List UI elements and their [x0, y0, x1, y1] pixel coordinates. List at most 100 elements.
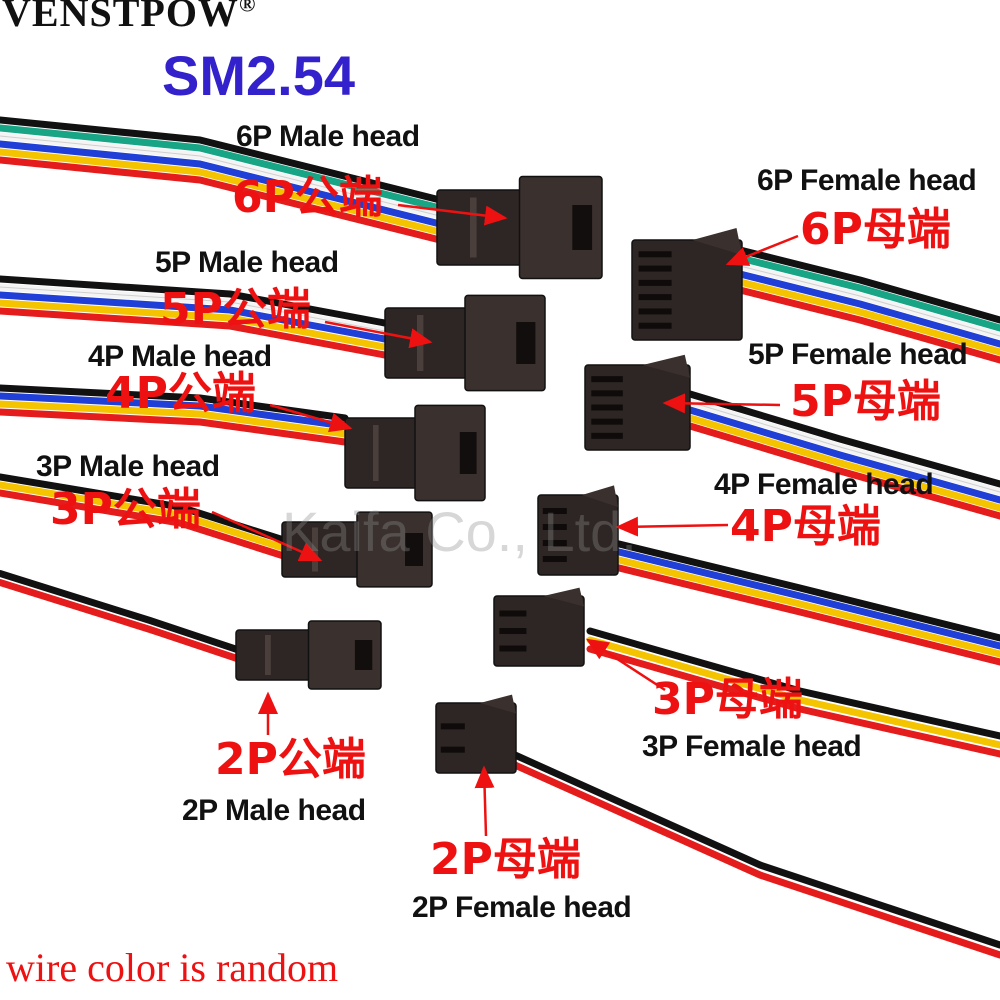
- male-housing: [414, 404, 486, 502]
- label-female-2p-en: 2P Female head: [412, 891, 632, 924]
- wire-yellow: [736, 278, 1000, 356]
- label-female-4p-cn: 4P母端: [730, 501, 881, 552]
- female-pin-slot: [638, 294, 672, 301]
- female-latch: [543, 587, 584, 607]
- label-female-6p-en: 6P Female head: [757, 164, 977, 197]
- female-pin-slot: [591, 404, 623, 411]
- female-pin-slot: [542, 524, 567, 530]
- wires-male-2p: [0, 570, 244, 663]
- female-pin-slot: [499, 645, 527, 652]
- wire-black: [0, 275, 394, 328]
- connector-female-6p: [631, 228, 743, 341]
- brand-logo: VENSTPOW®: [2, 0, 257, 35]
- wire-black: [686, 390, 1000, 488]
- connector-male-5p: [384, 294, 546, 392]
- male-body: [436, 189, 529, 266]
- wire-red: [0, 307, 394, 360]
- female-pin-slot: [440, 746, 465, 753]
- wire-red: [686, 422, 1000, 520]
- connector-female-3p: [493, 587, 585, 667]
- label-female-2p-cn: 2P母端: [430, 834, 581, 885]
- wire-color-note: wire color is random: [6, 945, 339, 990]
- wires-male-6p: [0, 116, 444, 244]
- wire-white-edge: [0, 135, 441, 217]
- wire-red: [511, 761, 1000, 959]
- male-housing: [307, 620, 382, 690]
- wire-blue: [0, 392, 349, 430]
- wire-black: [0, 116, 444, 204]
- connector-female-2p: [435, 694, 517, 774]
- label-male-3p-cn: 3P公端: [50, 484, 201, 535]
- wire-red: [736, 286, 1000, 364]
- female-latch: [582, 485, 618, 507]
- wires-female-4p: [611, 539, 1000, 666]
- label-female-6p-cn: 6P母端: [800, 204, 951, 255]
- wire-white-edge: [0, 286, 391, 333]
- wire-green: [736, 254, 1000, 332]
- label-male-2p-en: 2P Male head: [182, 794, 366, 827]
- connector-male-3p: [281, 511, 433, 588]
- label-female-5p-cn: 5P母端: [790, 376, 941, 427]
- male-ridge: [470, 197, 477, 258]
- female-pin-slot: [638, 279, 672, 286]
- label-male-6p-en: 6P Male head: [236, 120, 420, 153]
- male-socket: [572, 205, 593, 250]
- wire-yellow: [686, 414, 1000, 512]
- wire-white-edge: [739, 265, 1000, 337]
- wire-red: [0, 156, 444, 244]
- product-title: SM2.54: [162, 44, 355, 107]
- wires-female-6p: [736, 246, 1000, 364]
- wire-bundles: [0, 116, 1000, 959]
- female-body: [631, 239, 743, 341]
- label-male-6p-cn: 6P公端: [232, 172, 383, 223]
- arrow-female-3p: [585, 638, 666, 692]
- connector-male-6p: [436, 175, 603, 280]
- label-male-3p-en: 3P Male head: [36, 450, 220, 483]
- female-pin-slot: [638, 322, 672, 329]
- wire-blue: [0, 291, 394, 344]
- wire-blue: [611, 547, 1000, 650]
- female-latch: [480, 694, 516, 714]
- male-ridge: [373, 425, 379, 481]
- label-male-4p-cn: 4P公端: [105, 368, 256, 419]
- wire-red: [0, 579, 244, 663]
- wire-yellow: [0, 299, 394, 352]
- female-latch: [642, 354, 690, 378]
- wire-yellow: [0, 400, 349, 438]
- male-socket: [459, 432, 477, 474]
- label-male-5p-cn: 5P公端: [160, 284, 311, 335]
- connector-female-5p: [584, 354, 691, 451]
- female-pin-slot: [440, 723, 465, 730]
- wire-yellow: [611, 555, 1000, 658]
- male-housing: [356, 511, 433, 588]
- wire-blue: [686, 406, 1000, 504]
- connector-male-4p: [344, 404, 486, 502]
- connector-male-2p: [235, 620, 382, 690]
- label-male-5p-en: 5P Male head: [155, 246, 339, 279]
- arrow-male-3p: [211, 510, 323, 562]
- wire-red: [0, 408, 349, 446]
- arrow-male-4p: [269, 403, 353, 433]
- label-arrows: [211, 203, 799, 837]
- wires-male-4p: [0, 384, 349, 446]
- female-pin-slot: [591, 390, 623, 397]
- female-pin-slot: [638, 251, 672, 258]
- wires-female-3p: [586, 627, 1000, 758]
- arrow-male-6p: [397, 203, 508, 226]
- arrow-female-4p: [615, 516, 729, 537]
- wire-green: [0, 124, 444, 212]
- wire-red: [0, 489, 294, 562]
- female-body: [435, 702, 517, 774]
- male-socket: [354, 640, 373, 670]
- label-female-3p-cn: 3P母端: [652, 674, 803, 725]
- label-male-4p-en: 4P Male head: [88, 340, 272, 373]
- male-body: [344, 417, 423, 489]
- arrow-male-5p: [324, 320, 433, 349]
- label-female-4p-en: 4P Female head: [714, 468, 934, 501]
- wires-female-2p: [511, 751, 1000, 959]
- wire-black: [511, 751, 1000, 949]
- wires-female-5p: [686, 390, 1000, 520]
- wire-blue: [736, 270, 1000, 348]
